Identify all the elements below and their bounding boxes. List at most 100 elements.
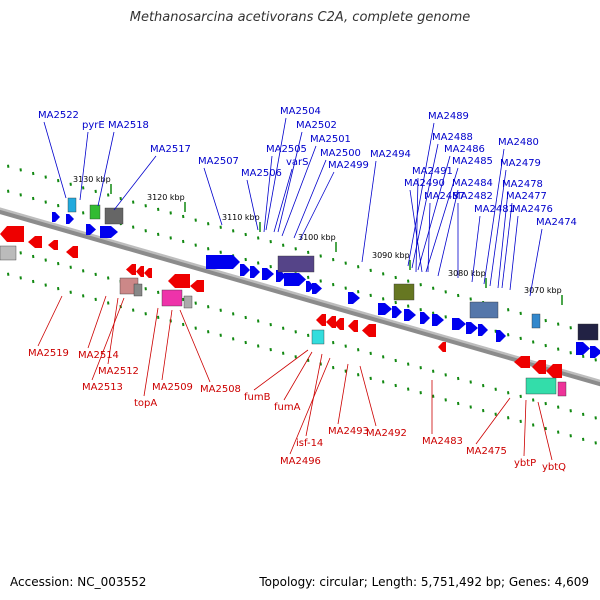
genome-stats-text: Topology: circular; Length: 5,751,492 bp…: [259, 575, 589, 589]
forward-gene-arrow: [284, 273, 306, 286]
forward-gene-box: [89, 204, 101, 220]
forward-gene-label: MA2522: [38, 110, 79, 121]
reverse-leader-line: [305, 353, 323, 437]
scale-label: 3120 kbp: [147, 193, 185, 202]
forward-gene-box: [577, 323, 599, 341]
forward-leader-line: [113, 155, 157, 211]
reverse-leader-line: [337, 363, 349, 425]
scale-label: 3080 kbp: [448, 269, 486, 278]
reverse-gene-arrow: [48, 240, 58, 250]
forward-leader-line: [43, 121, 67, 199]
reverse-gene-label: MA2508: [200, 384, 241, 395]
scale-label: 3070 kbp: [524, 286, 562, 295]
forward-gene-label: MA2502: [296, 120, 337, 131]
forward-leader-line: [203, 167, 223, 226]
forward-gene-label: MA2490: [404, 178, 445, 189]
reverse-gene-arrow: [66, 246, 78, 258]
forward-gene-arrow: [52, 212, 60, 222]
reverse-gene-label: MA2492: [366, 428, 407, 439]
reverse-gene-arrow: [0, 226, 24, 242]
reverse-gene-label: MA2512: [98, 366, 139, 377]
reverse-gene-arrow: [514, 356, 530, 368]
reverse-gene-arrow: [144, 268, 152, 278]
reverse-gene-label: isf-14: [296, 438, 323, 449]
forward-gene-label: MA2480: [498, 137, 539, 148]
forward-gene-arrow: [240, 264, 250, 276]
forward-gene-box: [393, 283, 415, 301]
forward-gene-label: MA2501: [310, 134, 351, 145]
forward-gene-label: MA2504: [280, 106, 321, 117]
forward-gene-label: MA2499: [328, 160, 369, 171]
forward-leader-line: [437, 189, 459, 277]
accession-text: Accession: NC_003552: [10, 575, 147, 589]
forward-leader-line: [407, 122, 435, 267]
forward-leader-line: [293, 159, 327, 239]
reverse-gene-arrow: [190, 280, 204, 292]
forward-gene-arrow: [276, 270, 286, 282]
forward-leader-line: [277, 131, 303, 233]
forward-gene-arrow: [378, 303, 392, 315]
forward-gene-label: MA2479: [500, 158, 541, 169]
forward-gene-label: MA2487: [424, 191, 465, 202]
reverse-gene-arrow: [438, 342, 446, 352]
reverse-gene-box: [161, 289, 183, 307]
forward-gene-arrow: [66, 214, 74, 224]
reverse-gene-box: [0, 245, 17, 261]
reverse-gene-arrow: [28, 236, 42, 248]
reverse-leader-line: [37, 295, 63, 347]
forward-gene-label: MA2474: [536, 217, 577, 228]
forward-gene-label: MA2494: [370, 149, 411, 160]
forward-gene-box: [531, 313, 541, 329]
reverse-leader-line: [537, 401, 553, 461]
forward-gene-label: MA2485: [452, 156, 493, 167]
reverse-leader-line: [523, 399, 527, 457]
forward-leader-line: [411, 143, 439, 269]
forward-leader-line: [415, 177, 419, 273]
forward-gene-arrow: [404, 309, 416, 321]
forward-gene-box: [104, 207, 124, 225]
genome-backbone: [0, 209, 600, 387]
forward-leader-line: [471, 215, 481, 283]
reverse-gene-label: MA2493: [328, 426, 369, 437]
forward-gene-label: MA2482: [452, 191, 493, 202]
scale-label: 3130 kbp: [73, 175, 111, 184]
forward-gene-arrow: [466, 322, 478, 334]
forward-gene-label: varS: [286, 157, 309, 168]
forward-gene-box: [67, 197, 77, 213]
forward-gene-label: MA2486: [444, 144, 485, 155]
forward-gene-arrow: [496, 330, 506, 342]
forward-leader-line: [427, 202, 431, 273]
forward-leader-line: [425, 167, 459, 273]
forward-gene-arrow: [86, 224, 96, 235]
map-title: Methanosarcina acetivorans C2A, complete…: [129, 10, 471, 25]
reverse-gene-arrow: [168, 274, 190, 288]
forward-gene-arrow: [420, 312, 430, 324]
forward-gene-label: MA2491: [412, 166, 453, 177]
reverse-gene-arrow: [326, 316, 336, 328]
scale-label: 3100 kbp: [298, 233, 336, 242]
reverse-leader-line: [143, 307, 159, 397]
forward-gene-label: MA2500: [320, 148, 361, 159]
forward-gene-arrow: [306, 281, 314, 292]
reverse-gene-arrow: [136, 266, 144, 277]
forward-leader-line: [79, 131, 89, 201]
forward-leader-line: [299, 171, 335, 241]
forward-leader-line: [281, 145, 317, 237]
reverse-leader-line: [253, 349, 309, 391]
forward-gene-label: MA2488: [432, 132, 473, 143]
forward-gene-arrow: [100, 226, 118, 238]
forward-gene-arrow: [452, 318, 466, 330]
forward-gene-arrow: [262, 268, 274, 280]
reverse-gene-label: ybtQ: [542, 462, 566, 473]
reverse-gene-label: MA2496: [280, 456, 321, 467]
reverse-leader-line: [87, 295, 107, 349]
forward-gene-box: [277, 255, 315, 273]
forward-leader-line: [417, 155, 451, 271]
forward-gene-box: [469, 301, 499, 319]
forward-leader-line: [409, 189, 423, 273]
forward-gene-label: MA2478: [502, 179, 543, 190]
reverse-leader-line: [289, 357, 331, 455]
reverse-gene-box: [525, 377, 557, 395]
forward-leader-line: [489, 169, 507, 287]
